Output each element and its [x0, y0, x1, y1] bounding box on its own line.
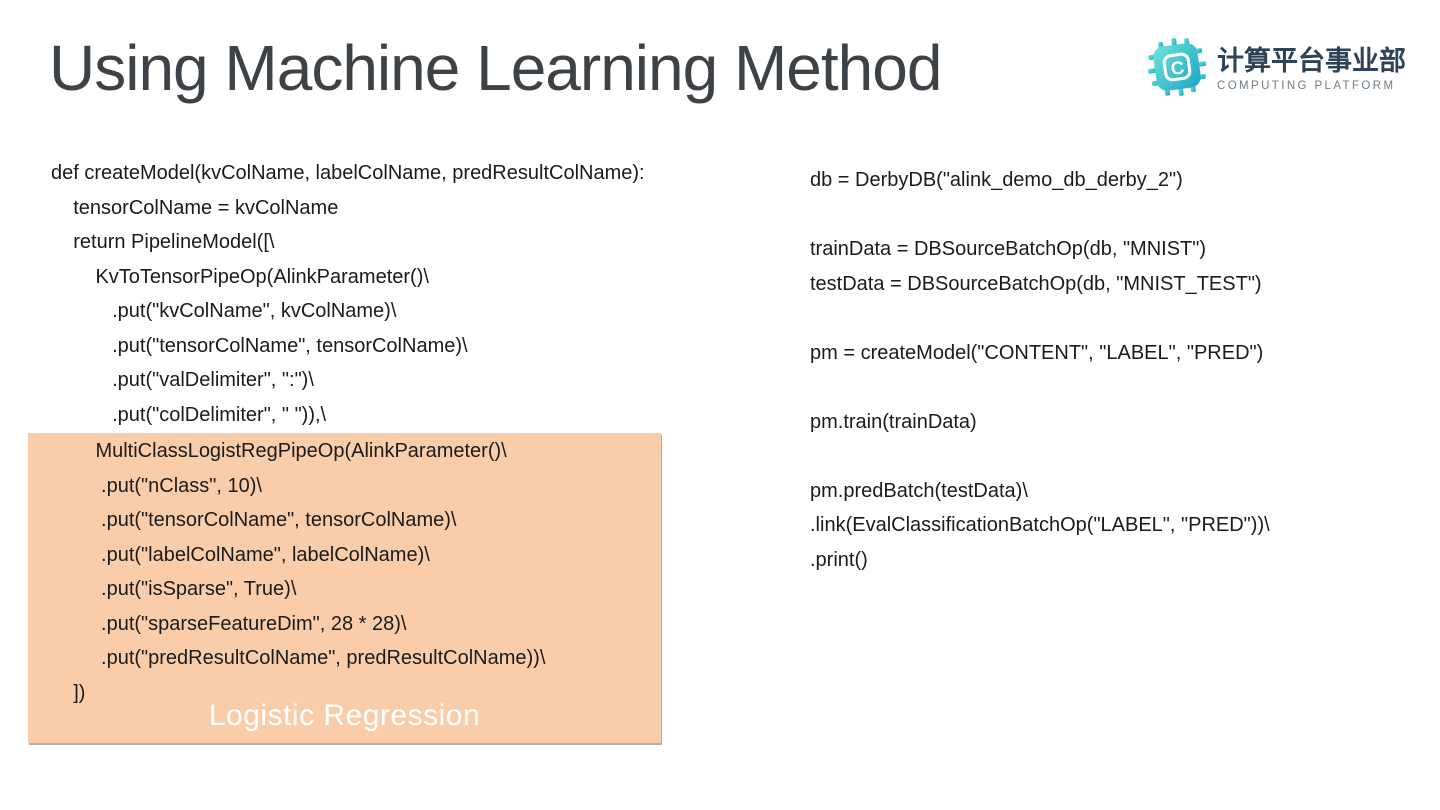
highlight-caption: Logistic Regression: [208, 699, 481, 732]
logo-chinese-name: 计算平台事业部: [1217, 45, 1406, 76]
logistic-regression-highlight-box: MultiClassLogistRegPipeOp(AlinkParameter…: [28, 433, 661, 743]
svg-text:C: C: [1169, 56, 1185, 79]
computing-platform-logo: C 计算平台事业部 COMPUTING PLATFORM: [1146, 36, 1406, 103]
page-title: Using Machine Learning Method: [49, 32, 942, 104]
logo-english-name: COMPUTING PLATFORM: [1217, 80, 1396, 93]
code-block-logistic-regression: MultiClassLogistRegPipeOp(AlinkParameter…: [73, 440, 546, 704]
code-block-pipeline-usage: db = DerbyDB("alink_demo_db_derby_2") tr…: [810, 169, 1270, 571]
chip-c-logo-icon: C: [1146, 36, 1208, 103]
code-block-create-model: def createModel(kvColName, labelColName,…: [51, 162, 645, 426]
logo-text: 计算平台事业部 COMPUTING PLATFORM: [1217, 45, 1406, 93]
